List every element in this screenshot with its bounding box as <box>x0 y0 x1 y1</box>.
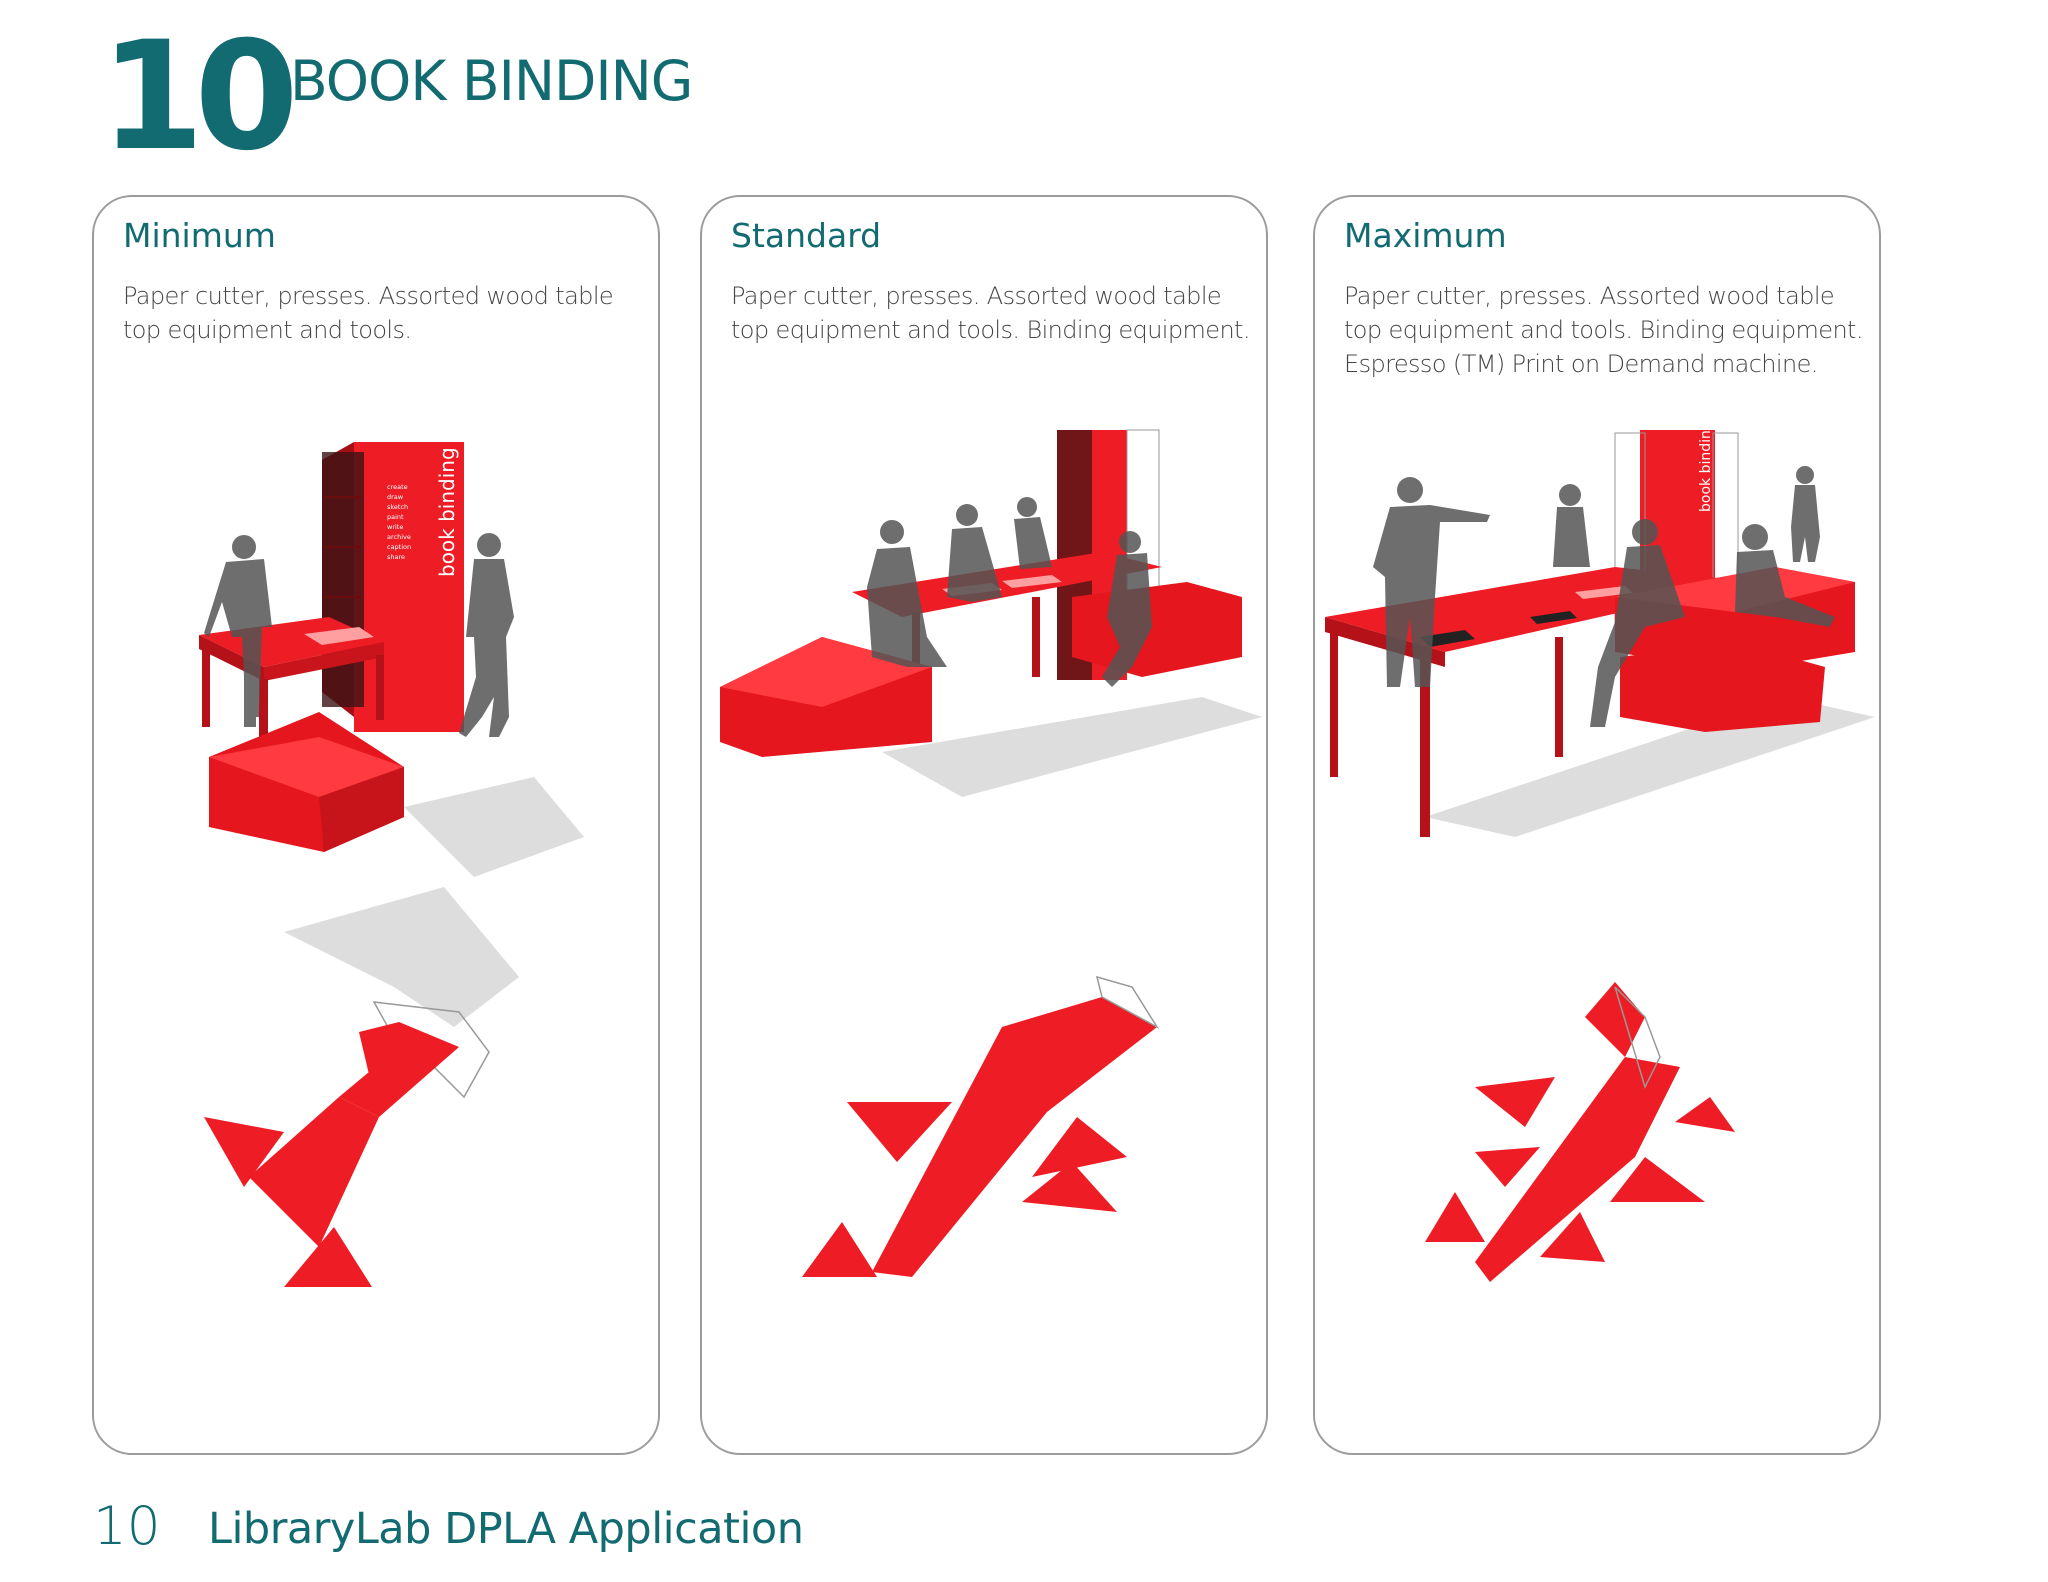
kiosk-word: create <box>387 483 408 491</box>
kiosk-word: paint <box>387 513 404 521</box>
section-number: 10 <box>100 10 299 184</box>
person-silhouette <box>1791 466 1820 562</box>
panel-title: Minimum <box>123 216 276 255</box>
plan-view <box>204 1001 490 1287</box>
person-silhouette <box>459 533 514 737</box>
kiosk-word: share <box>387 553 405 561</box>
panel-standard: Standard Paper cutter, presses. Assorted… <box>700 195 1268 1455</box>
footer-page-number: 10 <box>93 1496 161 1557</box>
panel-maximum: Maximum Paper cutter, presses. Assorted … <box>1313 195 1881 1455</box>
person-silhouette <box>867 520 947 667</box>
person-silhouette <box>1553 484 1590 567</box>
person-silhouette <box>1590 519 1685 727</box>
kiosk-word: caption <box>387 543 411 551</box>
kiosk-label: book binding <box>435 447 459 577</box>
minimum-illustration: book binding create draw sketch paint wr… <box>199 442 584 1287</box>
standard-illustration <box>720 429 1262 1277</box>
perspective-render: book binding <box>1325 421 1875 837</box>
person-silhouette <box>1014 497 1052 569</box>
perspective-render <box>720 429 1262 797</box>
section-title: BOOK BINDING <box>290 49 693 113</box>
kiosk-word: write <box>387 523 403 531</box>
panel-title: Standard <box>731 216 882 255</box>
perspective-render: book binding create draw sketch paint wr… <box>199 442 584 1027</box>
kiosk-word: sketch <box>387 503 408 511</box>
person-silhouette <box>1373 477 1490 687</box>
panel-description: Paper cutter, presses. Assorted wood tab… <box>731 282 1251 344</box>
plan-view <box>1425 982 1735 1282</box>
person-silhouette <box>1735 524 1835 627</box>
panel-title: Maximum <box>1344 216 1507 255</box>
panel-minimum: Minimum Paper cutter, presses. Assorted … <box>92 195 660 1455</box>
panel-description: Paper cutter, presses. Assorted wood tab… <box>1344 282 1864 378</box>
person-silhouette <box>1102 531 1152 687</box>
kiosk-label: book binding <box>1698 421 1714 512</box>
maximum-illustration: book binding <box>1325 421 1875 1282</box>
kiosk-word-list: create draw sketch paint write archive c… <box>387 483 411 561</box>
kiosk-word: draw <box>387 493 404 501</box>
panel-description: Paper cutter, presses. Assorted wood tab… <box>123 282 614 344</box>
person-silhouette <box>947 504 1002 602</box>
person-silhouette <box>204 535 272 727</box>
footer-publication-title: LibraryLab DPLA Application <box>208 1504 804 1554</box>
kiosk-word: archive <box>387 533 411 541</box>
plan-view <box>802 975 1160 1277</box>
